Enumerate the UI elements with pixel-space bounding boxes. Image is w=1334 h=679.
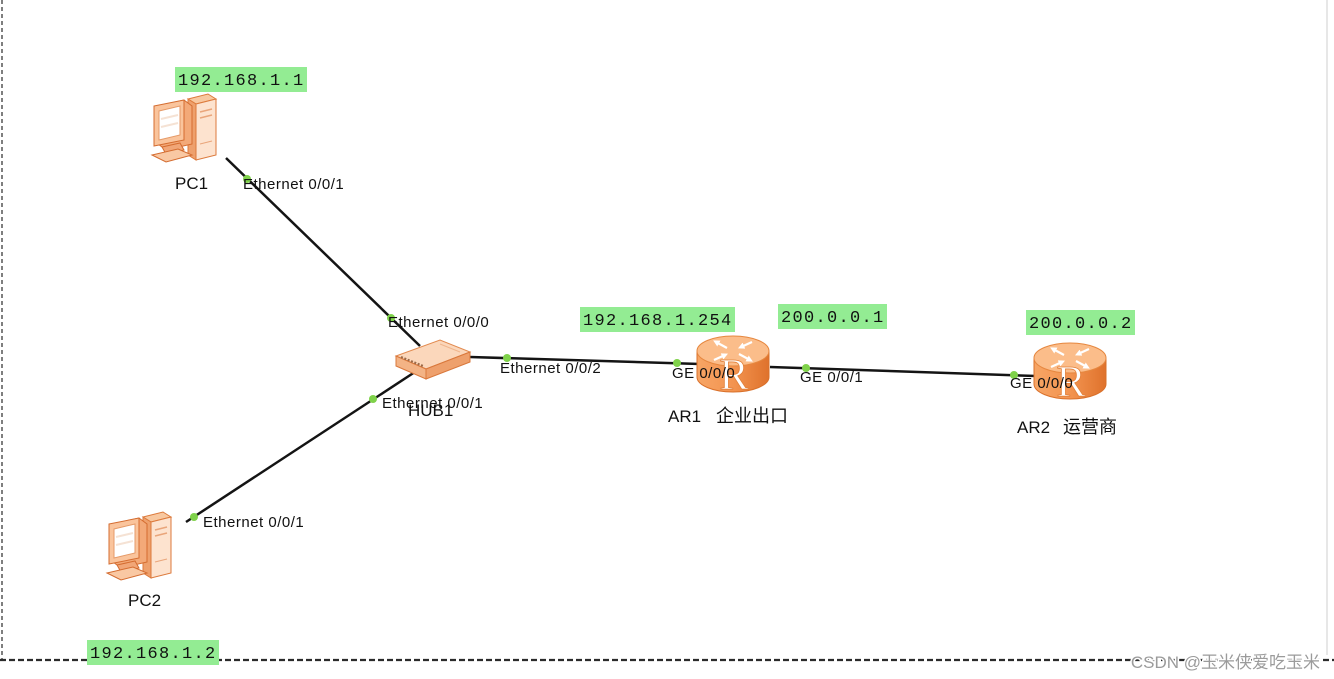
ip-label-bg — [778, 304, 887, 329]
link-pc1-hub1[interactable] — [225, 157, 421, 347]
port-dot — [243, 175, 251, 183]
hub-icon[interactable] — [394, 338, 472, 381]
pc-icon[interactable] — [106, 511, 172, 581]
port-label: Ethernet 0/0/1 — [382, 395, 483, 412]
ip-label-pc2[interactable]: 192.168.1.2 — [87, 640, 219, 665]
node-note[interactable]: 运营商 — [1063, 417, 1117, 437]
node-ar2[interactable]: R AR2 运营商 — [1017, 343, 1117, 437]
node-label: AR2 — [1017, 418, 1050, 437]
port-dot — [503, 354, 511, 362]
port-label: GE 0/0/1 — [800, 369, 863, 386]
ip-label-text: 192.168.1.1 — [178, 72, 305, 91]
port-label: Ethernet 0/0/1 — [203, 514, 304, 531]
node-pc2[interactable]: PC2 — [106, 511, 172, 610]
router-letter: R — [1056, 357, 1086, 406]
ip-label-bg — [580, 307, 735, 332]
links — [185, 157, 1037, 524]
port-dot — [1010, 371, 1018, 379]
link-ar1-ar2[interactable] — [769, 365, 1037, 378]
ip-label-ar1-g1[interactable]: 200.0.0.1 — [778, 304, 887, 329]
node-label: PC2 — [128, 591, 161, 610]
ip-label-text: 200.0.0.1 — [781, 309, 885, 328]
link-pc2-hub1[interactable] — [185, 366, 422, 524]
ip-label-bg — [175, 67, 307, 92]
node-label: HUB1 — [408, 401, 453, 420]
ip-label-bg — [1026, 310, 1135, 335]
pc-icon[interactable] — [151, 93, 217, 163]
port-dot — [369, 395, 377, 403]
router-letter: R — [719, 350, 749, 399]
ip-label-text: 200.0.0.2 — [1029, 315, 1133, 334]
port-dot — [802, 364, 810, 372]
port-label: Ethernet 0/0/2 — [500, 360, 601, 377]
port-dot — [190, 513, 198, 521]
ip-label-ar1-g0[interactable]: 192.168.1.254 — [580, 307, 735, 332]
ip-label-text: 192.168.1.254 — [583, 312, 733, 331]
node-label: AR1 — [668, 407, 701, 426]
port-label: Ethernet 0/0/1 — [243, 176, 344, 193]
node-pc1[interactable]: PC1 — [151, 93, 217, 193]
port-dot — [673, 359, 681, 367]
port-labels: Ethernet 0/0/1 Ethernet 0/0/0 Ethernet 0… — [203, 176, 1073, 531]
ip-label-ar2[interactable]: 200.0.0.2 — [1026, 310, 1135, 335]
port-label: Ethernet 0/0/0 — [388, 314, 489, 331]
node-note[interactable]: 企业出口 — [716, 406, 788, 426]
port-dot — [387, 314, 395, 322]
ip-label-bg — [87, 640, 219, 665]
port-label: GE 0/0/0 — [1010, 375, 1073, 392]
node-label: PC1 — [175, 174, 208, 193]
watermark: CSDN @玉米侠爱吃玉米 — [1131, 653, 1320, 672]
ip-label-pc1[interactable]: 192.168.1.1 — [175, 67, 307, 92]
ip-label-text: 192.168.1.2 — [90, 645, 217, 664]
node-hub1[interactable]: HUB1 — [394, 338, 472, 420]
port-label: GE 0/0/0 — [672, 365, 735, 382]
node-ar1[interactable]: R AR1 企业出口 — [668, 336, 788, 426]
port-dots — [190, 175, 1018, 521]
